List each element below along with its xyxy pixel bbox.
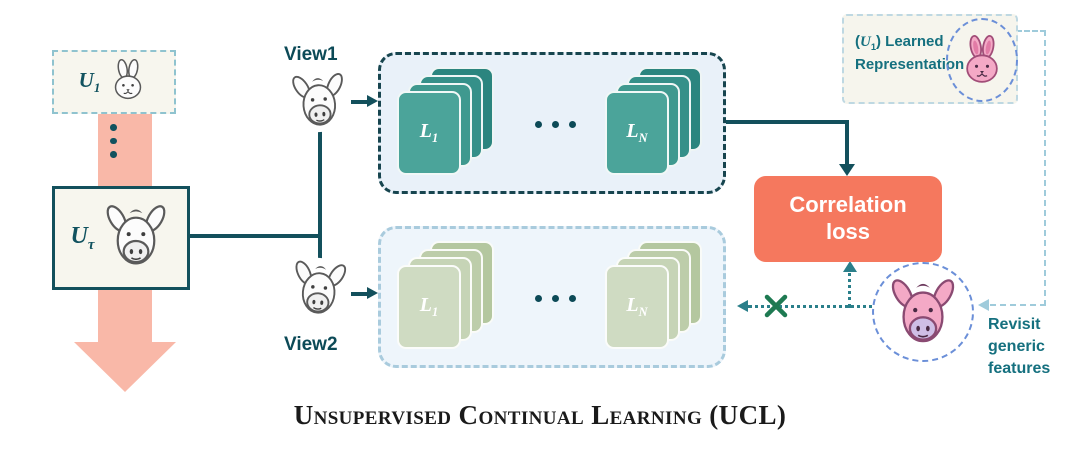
- views-branch-line: [318, 102, 322, 298]
- pink-donkey-icon: [872, 262, 974, 362]
- ellipsis-icon: [523, 121, 587, 128]
- replay-dashed-line: [1016, 30, 1046, 32]
- dotted-left-arrowhead-icon: [737, 300, 748, 312]
- correlation-loss-box: Correlation loss: [754, 176, 942, 262]
- view2-label: View2: [284, 334, 338, 355]
- layer-card: LN: [605, 91, 669, 175]
- u-tau-label: Uτ: [70, 222, 95, 253]
- layer-card: L1: [397, 91, 461, 175]
- loss-label-line1: Correlation: [789, 192, 907, 218]
- learned-representation-label: (U1) Learned Representation: [855, 31, 965, 76]
- dotted-up-arrowhead-icon: [843, 261, 857, 272]
- layer-stack-last: LN: [605, 67, 703, 176]
- learned-representation-line2: Representation: [855, 56, 965, 74]
- view1-to-encoder-arrow: [351, 100, 368, 104]
- revisit-line1: Revisit: [988, 316, 1041, 333]
- stream-down-arrow-icon: [74, 342, 176, 392]
- encoder1-to-loss-line: [845, 120, 849, 166]
- loss-label-line2: loss: [825, 219, 871, 244]
- layer-stack-last: LN: [605, 241, 703, 350]
- vertical-ellipsis-icon: [110, 124, 117, 158]
- replay-arrowhead-icon: [978, 299, 989, 311]
- revisit-line3: features: [988, 360, 1051, 378]
- replay-dashed-line: [990, 304, 1046, 306]
- u1-memory-box: U1: [52, 50, 176, 114]
- view2-donkey-icon: [283, 255, 355, 323]
- loss-arrowhead-icon: [839, 164, 855, 176]
- layer-card: L1: [397, 265, 461, 349]
- u1-label: U1: [78, 67, 101, 96]
- replay-dashed-line: [1044, 30, 1046, 306]
- figure-caption: Unsupervised Continual Learning (UCL): [293, 400, 787, 430]
- layer-label: LN: [626, 120, 648, 145]
- layer-label: LN: [626, 294, 648, 319]
- view2-to-encoder-arrow: [351, 292, 368, 296]
- pink-rabbit-icon: [946, 18, 1018, 102]
- encoder-network-view2: L1 LN: [378, 226, 726, 368]
- encoder-network-view1: L1 LN: [378, 52, 726, 194]
- cross-icon: [763, 293, 789, 324]
- layer-card: LN: [605, 265, 669, 349]
- learned-representation-line1: (U1) Learned: [855, 33, 944, 52]
- donkey-sketch-icon: [101, 204, 171, 273]
- revisit-note: Revisit generic features: [988, 314, 1050, 380]
- encoder1-to-loss-line: [726, 120, 848, 124]
- utau-to-views-line: [190, 234, 320, 238]
- layer-label: L1: [419, 120, 439, 145]
- layer-stack-first: L1: [397, 67, 495, 176]
- ellipsis-icon: [523, 295, 587, 302]
- view1-arrowhead-icon: [367, 95, 378, 107]
- layer-stack-first: L1: [397, 241, 495, 350]
- revisit-line2: generic: [988, 338, 1045, 356]
- view1-donkey-icon: [283, 67, 355, 135]
- layer-label: L1: [419, 294, 439, 319]
- view2-arrowhead-icon: [367, 287, 378, 299]
- dotted-line-to-encoder2: [748, 305, 880, 308]
- rabbit-sketch-icon: [107, 58, 149, 107]
- u-tau-current-task-box: Uτ: [52, 186, 190, 290]
- dotted-line-to-loss: [848, 266, 851, 308]
- view1-label: View1: [284, 44, 338, 65]
